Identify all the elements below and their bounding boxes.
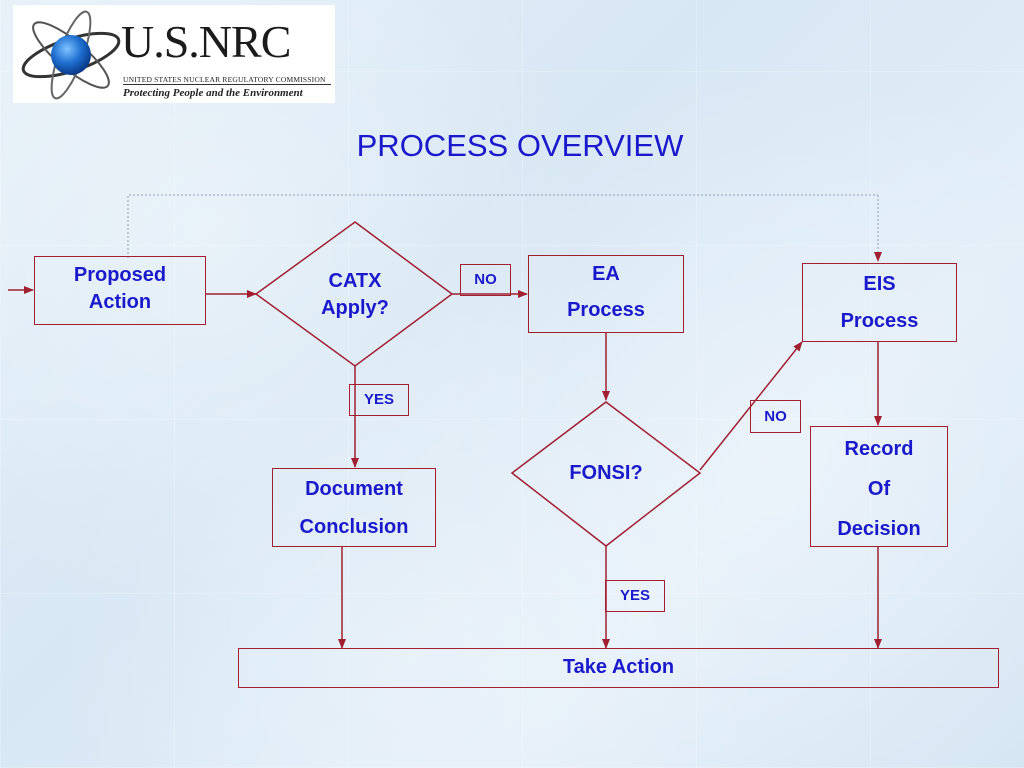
logo-divider (123, 84, 331, 85)
dotted-feedback-line (127, 194, 878, 258)
record-of-decision-box: Record Of Decision (810, 426, 948, 547)
catx-line2: Apply? (321, 297, 389, 319)
fonsi-yes-label: YES (605, 580, 665, 612)
catx-yes-label: YES (349, 384, 409, 416)
page-title: PROCESS OVERVIEW (356, 128, 684, 163)
atom-icon (21, 10, 121, 100)
take-action-box: Take Action (238, 648, 999, 688)
eis-line1: EIS (863, 273, 896, 295)
catx-line1: CATX (328, 270, 382, 292)
document-line2: Conclusion (299, 516, 409, 538)
eis-process-box: EIS Process (802, 263, 957, 342)
arrow-fonsi-to-eis (699, 341, 803, 471)
logo-wordmark: U.S.NRC (121, 16, 291, 67)
ea-line2: Process (567, 299, 645, 321)
catx-diamond (254, 221, 454, 367)
proposed-action-line1: Proposed (73, 264, 167, 286)
proposed-action-line2: Action (88, 291, 152, 313)
eis-line2: Process (840, 310, 919, 332)
document-conclusion-box: Document Conclusion (272, 468, 436, 547)
nrc-logo: U.S.NRC UNITED STATES NUCLEAR REGULATORY… (13, 5, 335, 103)
record-line3: Decision (837, 518, 921, 540)
take-action-label: Take Action (562, 656, 675, 678)
catx-no-label: NO (460, 264, 511, 296)
document-line1: Document (305, 478, 403, 500)
fonsi-no-label: NO (750, 400, 801, 433)
catx-label: CATX Apply? (290, 268, 420, 322)
ea-line1: EA (592, 263, 620, 285)
logo-tagline: Protecting People and the Environment (123, 87, 303, 99)
proposed-action-box: Proposed Action (34, 256, 206, 325)
record-line1: Record (844, 438, 914, 460)
ea-process-box: EA Process (528, 255, 684, 333)
record-line2: Of (867, 478, 891, 500)
fonsi-label: FONSI? (569, 462, 643, 484)
fonsi-diamond (510, 401, 702, 547)
logo-agency-name: UNITED STATES NUCLEAR REGULATORY COMMISS… (123, 75, 326, 84)
